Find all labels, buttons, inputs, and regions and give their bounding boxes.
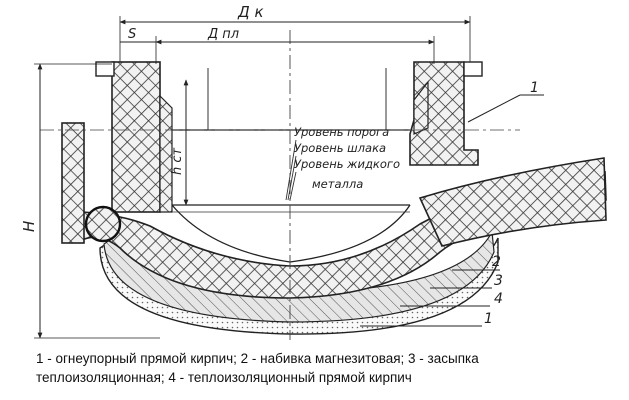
ring-element — [84, 205, 122, 243]
right-wall-inner-lining — [413, 80, 429, 135]
tapping-launder — [418, 157, 607, 247]
level-metal-label-cont: металла — [312, 177, 363, 191]
callout-3: 3 — [494, 273, 503, 289]
callout-1-bottom: 1 — [484, 311, 493, 327]
dim-s-label: S — [128, 27, 136, 42]
dim-h-label: H — [20, 221, 38, 232]
dim-dk-label: Д к — [237, 3, 264, 21]
dim-hst-label: h ст — [170, 147, 185, 175]
callout-4: 4 — [494, 291, 503, 307]
caption-line-1: 1 - огнеупорный прямой кирпич; 2 - набив… — [36, 351, 479, 366]
caption-line-2: теплоизоляционная; 4 - теплоизоляционный… — [36, 370, 412, 385]
right-flange — [463, 61, 483, 77]
level-threshold-label: Уровень порога — [294, 125, 389, 139]
level-leader-lines — [285, 139, 297, 201]
level-metal-label: Уровень жидкого — [294, 157, 400, 171]
furnace-hearth-drawing: Д к Д пл S H h ст Уровень порога Уровень… — [20, 3, 607, 340]
callout-1-top: 1 — [530, 80, 539, 96]
figure-caption: 1 - огнеупорный прямой кирпич; 2 - набив… — [36, 349, 626, 387]
left-flange — [95, 61, 115, 77]
left-brick-wall — [111, 61, 161, 213]
dim-dpl-label: Д пл — [207, 27, 239, 42]
left-outer-brick-stack — [61, 122, 85, 244]
level-slag-label: Уровень шлака — [294, 141, 386, 155]
callout-2: 2 — [492, 254, 501, 270]
